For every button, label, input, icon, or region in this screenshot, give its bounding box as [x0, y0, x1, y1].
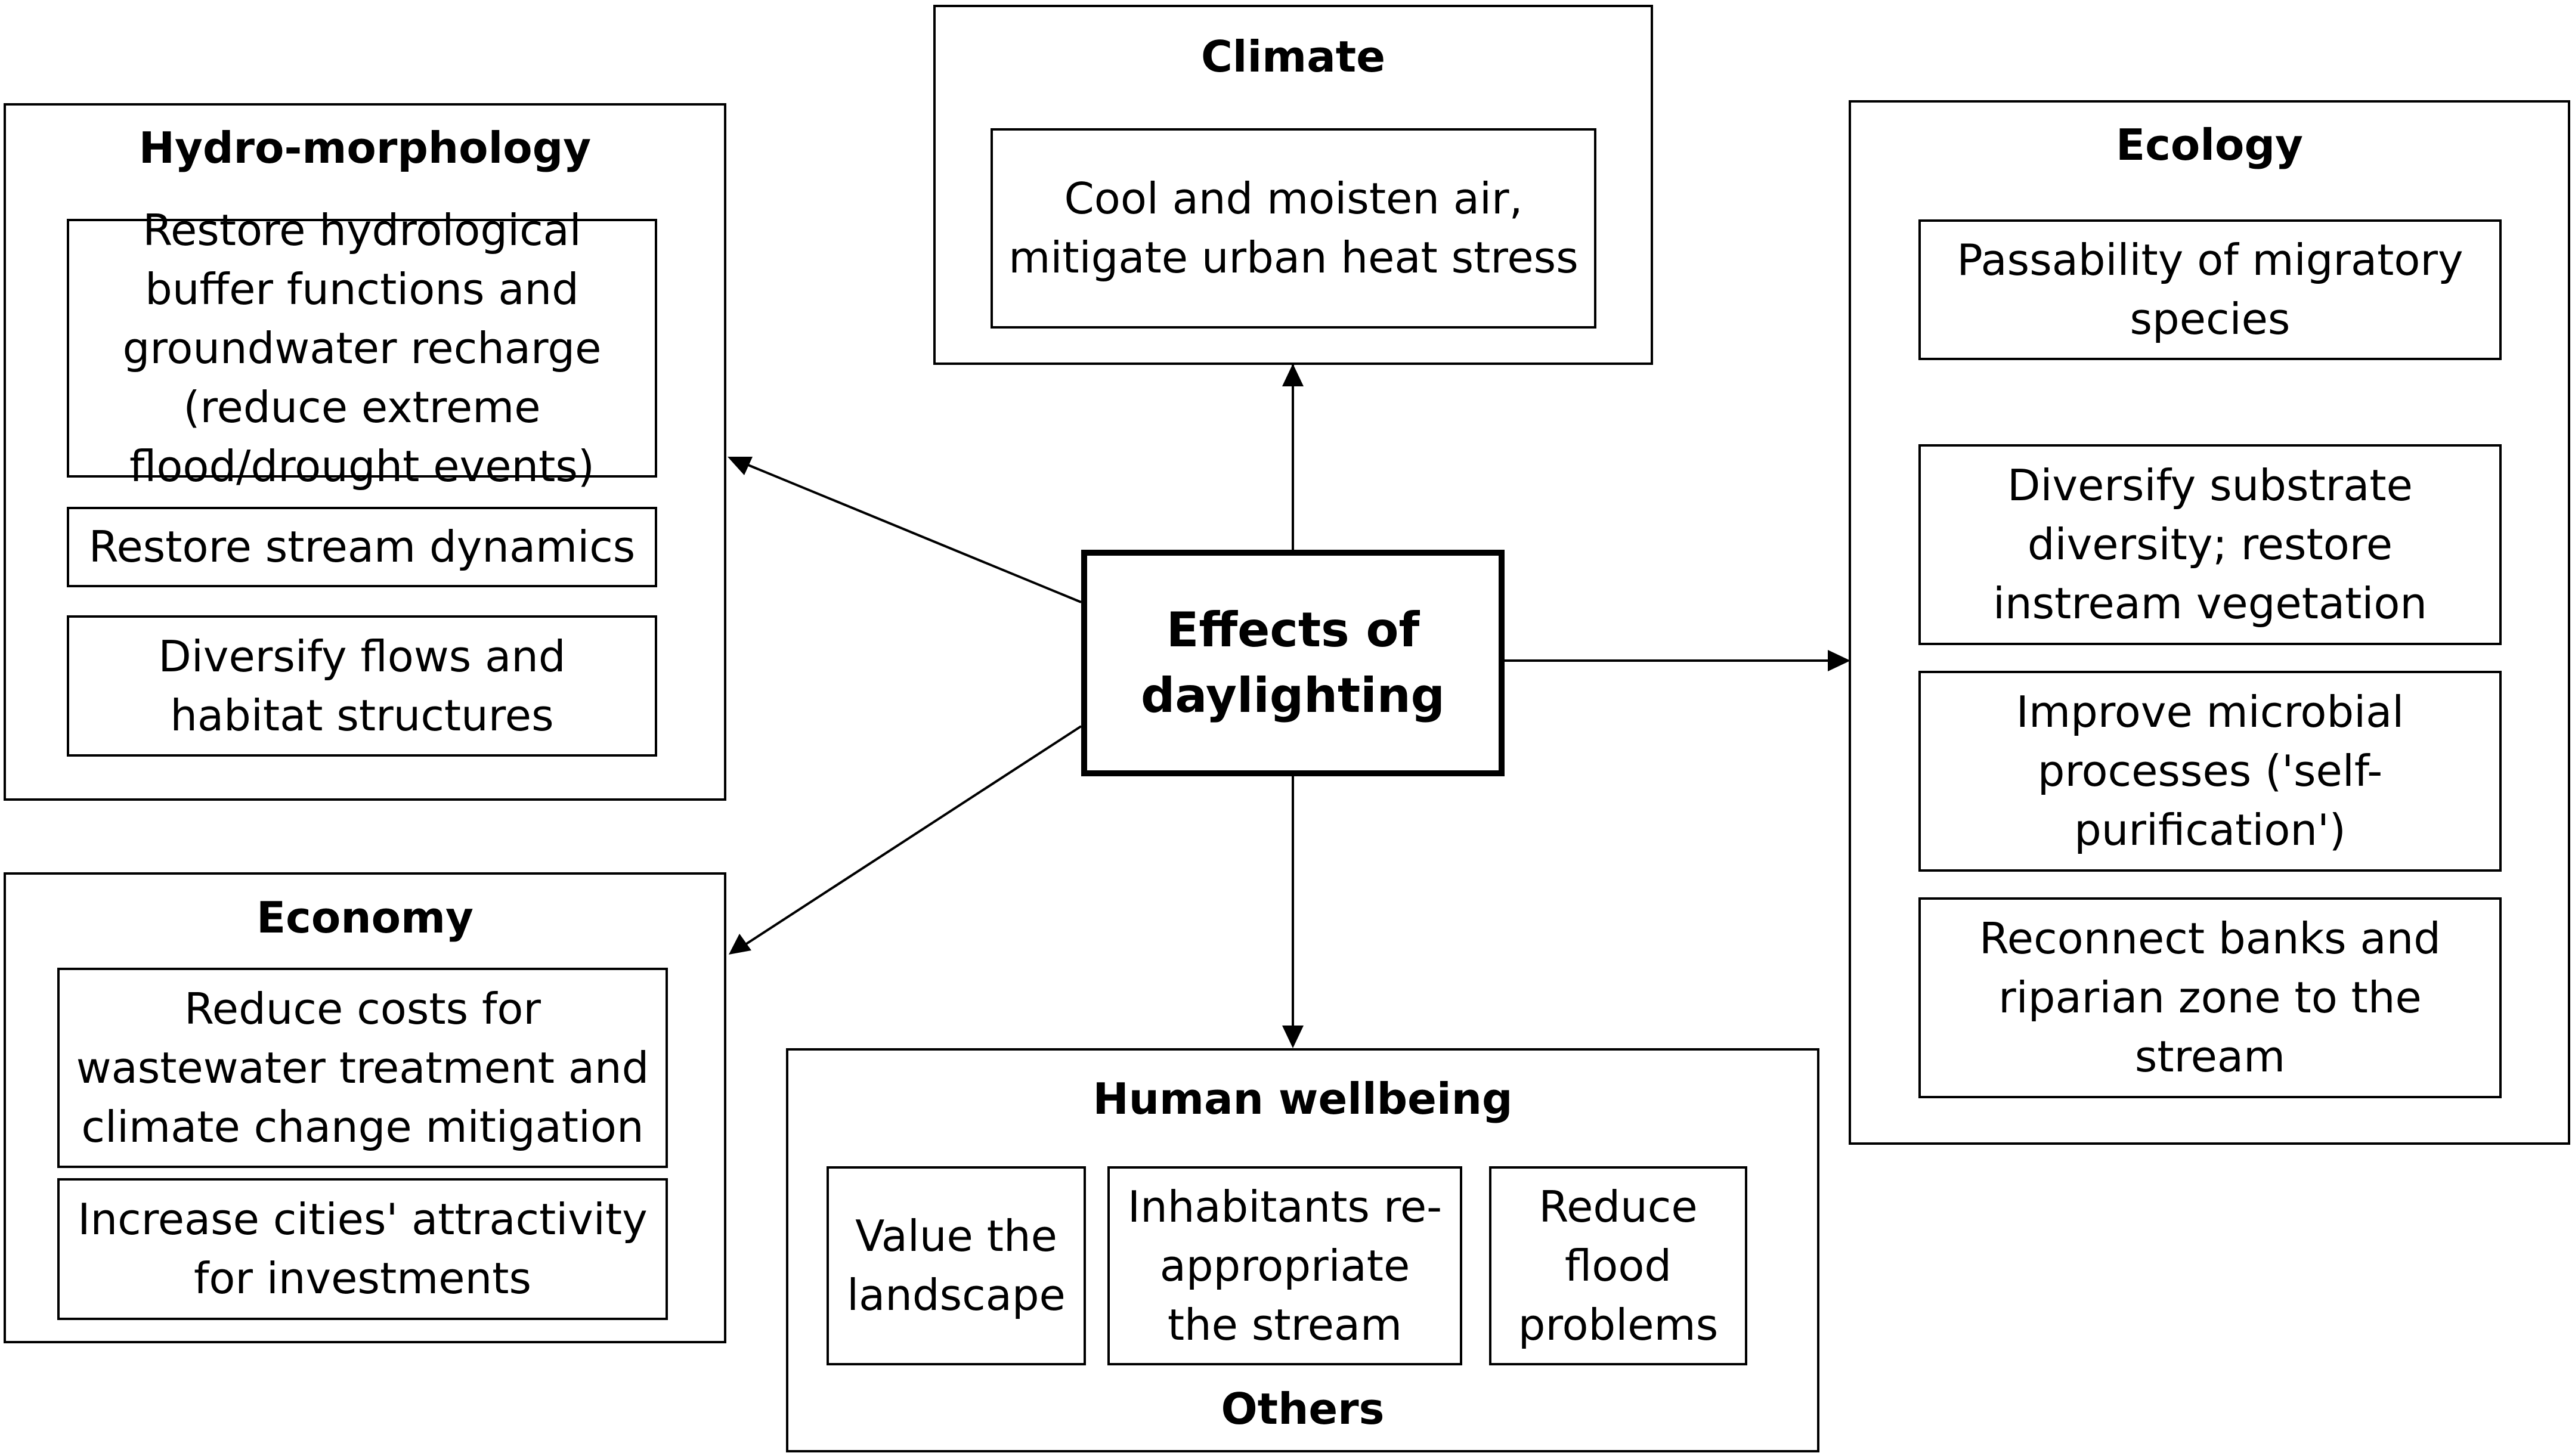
hydromorphology-item-1: Restore hydrological buffer functions an… — [67, 205, 657, 491]
group-title-human-wellbeing: Human wellbeing — [1092, 1074, 1513, 1124]
arrowhead-ecology — [1828, 650, 1850, 671]
group-title-ecology: Ecology — [2116, 120, 2303, 170]
arrowhead-human-wellbeing — [1282, 1026, 1304, 1048]
economy-item-2: Increase cities' attractivity for invest… — [57, 1178, 668, 1320]
ecology-item-2: Diversify substrate diversity; restore i… — [1918, 444, 2502, 645]
group-footer-others: Others — [1221, 1384, 1385, 1434]
group-human-wellbeing: Human wellbeing Value the landscape Inha… — [786, 1048, 1819, 1452]
arrow-to-hydromorphology — [745, 463, 1082, 603]
hydromorphology-item-2: Restore stream dynamics — [67, 507, 657, 587]
arrowhead-climate — [1282, 364, 1304, 386]
group-economy: Economy Reduce costs for wastewater trea… — [4, 872, 726, 1343]
ecology-item-4: Reconnect banks and riparian zone to the… — [1918, 897, 2502, 1098]
human-wellbeing-item-1: Value the landscape — [827, 1166, 1086, 1365]
climate-item-1: Cool and moisten air, mitigate urban hea… — [991, 128, 1596, 329]
hydromorphology-item-3: Diversify flows and habitat structures — [67, 615, 657, 757]
economy-item-1: Reduce costs for wastewater treatment an… — [57, 968, 668, 1168]
group-title-economy: Economy — [256, 893, 473, 943]
human-wellbeing-item-2: Inhabitants re-appropriate the stream — [1107, 1166, 1462, 1365]
group-title-climate: Climate — [1200, 32, 1386, 82]
arrowhead-economy — [729, 934, 751, 955]
group-title-hydromorphology: Hydro-morphology — [138, 123, 592, 173]
ecology-item-1: Passability of migratory species — [1918, 219, 2502, 360]
arrowhead-hydromorphology — [728, 457, 753, 475]
human-wellbeing-item-3: Reduce flood problems — [1489, 1166, 1747, 1365]
center-node: Effects of daylighting — [1081, 550, 1505, 776]
arrow-to-economy — [744, 725, 1082, 946]
group-climate: Climate Cool and moisten air, mitigate u… — [933, 5, 1653, 365]
group-ecology: Ecology Passability of migratory species… — [1849, 100, 2570, 1145]
ecology-item-3: Improve microbial processes ('self-purif… — [1918, 671, 2502, 872]
group-hydromorphology: Hydro-morphology Restore hydrological bu… — [4, 103, 726, 801]
